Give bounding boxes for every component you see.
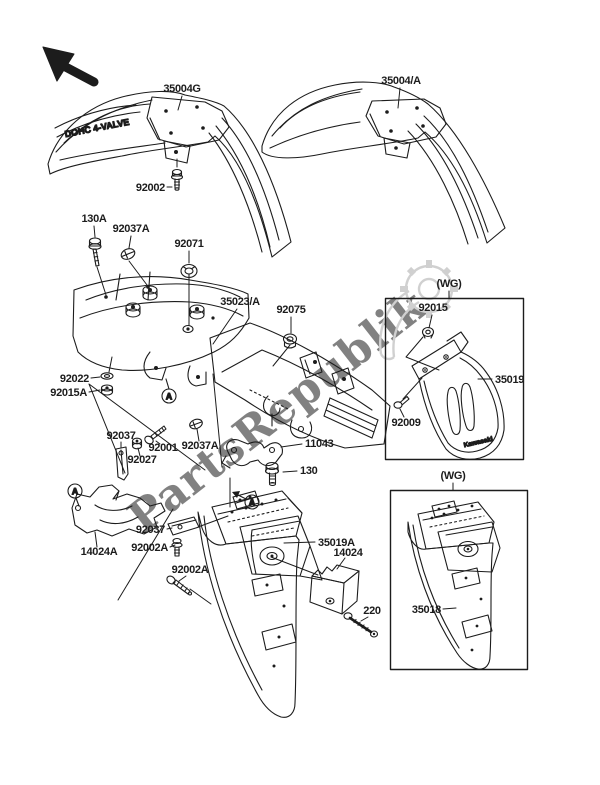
part-labels: 35004G 35004/A 92002 130A 92037A 92071 3… (50, 75, 524, 617)
watermark: PartsRepublik (119, 260, 458, 544)
marker-a-letter: A (249, 498, 256, 508)
label-92037-bottom: 92037 (136, 524, 165, 536)
wg-box-bottom (389, 489, 529, 671)
label-92037a-top: 92037A (113, 223, 150, 235)
orientation-arrow-icon (42, 46, 99, 87)
label-92015a: 92015A (50, 387, 87, 399)
label-35004g: 35004G (163, 83, 200, 95)
label-14024: 14024 (333, 547, 363, 559)
clip-92037a-mid-glyph (189, 418, 203, 430)
nut-92075-glyph (282, 333, 298, 349)
rear-fender-35019a (197, 490, 323, 718)
label-92022: 92022 (60, 373, 89, 385)
label-92027: 92027 (127, 454, 156, 466)
label-92009: 92009 (391, 417, 420, 429)
label-92037-mid: 92037 (106, 430, 135, 442)
label-wg-bottom: (WG) (440, 470, 466, 482)
clip-92037a-top-glyph (120, 248, 136, 260)
marker-a-letter: A (166, 392, 173, 402)
label-11043: 11043 (305, 438, 334, 450)
label-92002a-2: 92002A (172, 564, 209, 576)
nut-92015a-glyph (100, 384, 114, 396)
label-wg-top: (WG) (436, 278, 462, 290)
clamp-92037-mid-glyph (115, 446, 129, 481)
label-35019a: 35019A (318, 537, 355, 549)
rear-fender-35018 (407, 500, 501, 670)
front-fender-lower-35023a (72, 271, 391, 449)
rubber-grommets (125, 285, 205, 320)
marker-a-letter: A (72, 487, 79, 497)
front-fender-left-35004g: DOHC 4-VALVE (47, 90, 292, 258)
bracket-14024a-glyph (71, 484, 166, 537)
label-14024a: 14024A (81, 546, 118, 558)
label-220: 220 (363, 605, 381, 617)
screw-92002a-1-glyph (171, 537, 183, 557)
screw-92009-glyph (393, 395, 410, 409)
wg-box-top (384, 297, 525, 461)
nut-92015-glyph (421, 326, 435, 339)
label-35023a: 35023/A (220, 296, 260, 308)
label-35004a: 35004/A (381, 75, 421, 87)
label-130a: 130A (81, 213, 106, 225)
label-92075: 92075 (276, 304, 305, 316)
marker-a-fender: A (161, 378, 177, 404)
label-35019: 35019 (495, 374, 524, 386)
flap-inscription: Kawasaki (463, 436, 494, 450)
label-35018: 35018 (412, 604, 441, 616)
label-130: 130 (300, 465, 318, 477)
nut-92071-glyph (180, 263, 198, 279)
screw-92002a-2-glyph (166, 575, 193, 596)
label-92071: 92071 (174, 238, 203, 250)
screw-92002-glyph (170, 168, 184, 191)
bolt-130a-glyph (88, 237, 102, 267)
front-fender-right-35004a (261, 81, 506, 245)
marker-a-bracket: A (67, 483, 83, 507)
label-92001: 92001 (148, 442, 177, 454)
marker-a-location: A (232, 491, 260, 510)
washer-92022-glyph (100, 372, 114, 380)
damper-14024-glyph (309, 564, 360, 615)
label-92002a-1: 92002A (131, 542, 168, 554)
leader-lines (88, 87, 493, 622)
collar-92027-glyph (131, 437, 143, 450)
mud-flap-35019: Kawasaki (411, 331, 505, 460)
label-92037a-mid: 92037A (182, 440, 219, 452)
label-92002: 92002 (136, 182, 165, 194)
bolt-220-glyph (343, 612, 379, 638)
label-92015: 92015 (418, 302, 447, 314)
bolt-130-glyph (264, 461, 280, 487)
